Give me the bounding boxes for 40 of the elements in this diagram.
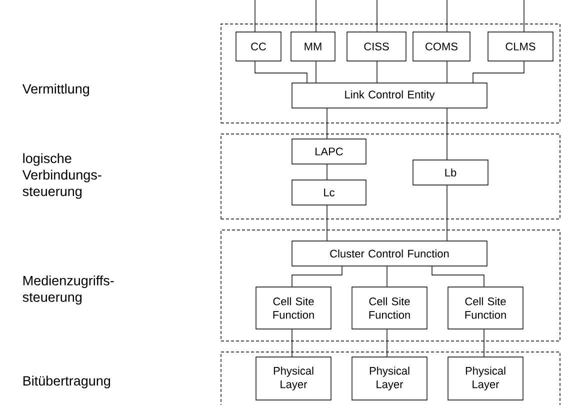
process-box: Physical Layer bbox=[352, 356, 428, 400]
process-box: Link Control Entity bbox=[292, 82, 488, 108]
process-box: MM bbox=[290, 32, 336, 62]
connector-line bbox=[386, 329, 388, 357]
layer-frame bbox=[220, 230, 560, 342]
connector-line bbox=[472, 61, 524, 83]
connector-line bbox=[292, 266, 342, 287]
process-box: CISS bbox=[346, 32, 406, 62]
layer-frame bbox=[220, 352, 560, 405]
layer-frame bbox=[220, 134, 560, 220]
process-box: Cell Site Function bbox=[352, 286, 428, 330]
process-box: Physical Layer bbox=[448, 356, 524, 400]
process-box: Cluster Control Function bbox=[292, 240, 488, 266]
process-box: Lb bbox=[412, 160, 488, 186]
process-box: Cell Site Function bbox=[448, 286, 524, 330]
connector-line bbox=[376, 0, 378, 32]
connector-line bbox=[446, 0, 448, 32]
connector-line bbox=[326, 108, 328, 139]
connector-line bbox=[446, 61, 448, 83]
process-box: CLMS bbox=[488, 32, 554, 62]
connector-line bbox=[376, 61, 378, 83]
connector-line bbox=[446, 185, 448, 241]
layer-label: Vermittlung bbox=[22, 84, 89, 96]
layer-label: Bitübertragung bbox=[23, 376, 110, 388]
connector-line bbox=[446, 108, 448, 160]
process-box: COMS bbox=[412, 32, 470, 62]
connector-line bbox=[254, 61, 308, 83]
connector-line bbox=[386, 266, 388, 287]
process-box: Physical Layer bbox=[256, 356, 332, 400]
process-box: Lc bbox=[292, 180, 366, 206]
layer-label: logische Verbindungs-steuerung bbox=[22, 153, 102, 199]
connector-line bbox=[254, 0, 256, 32]
connector-line bbox=[326, 205, 328, 241]
connector-line bbox=[326, 164, 328, 180]
process-box: Cell Site Function bbox=[256, 286, 332, 330]
process-box: CC bbox=[236, 32, 282, 62]
layer-label: Medienzugriffs-steuerung bbox=[22, 275, 114, 305]
process-box: LAPC bbox=[292, 138, 366, 164]
connector-line bbox=[432, 266, 484, 287]
layer-frame bbox=[220, 24, 560, 124]
